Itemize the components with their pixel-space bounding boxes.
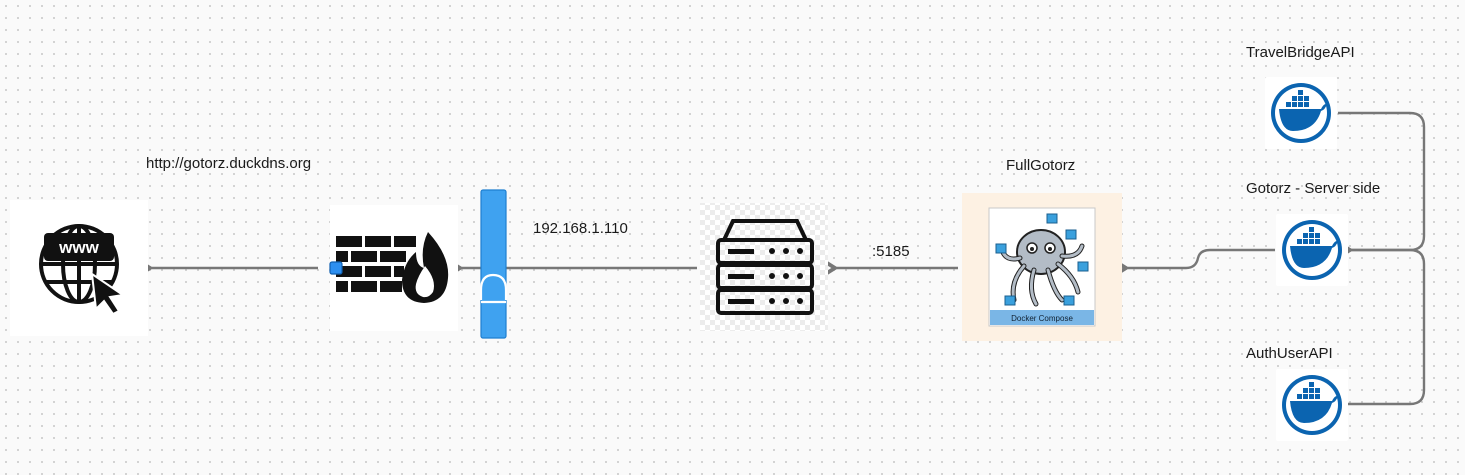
web-node[interactable]: www <box>10 200 148 336</box>
server-rack-icon <box>716 219 814 315</box>
www-text: www <box>58 238 99 257</box>
docker-whale-icon <box>1282 220 1342 280</box>
auth-api-node[interactable] <box>1276 369 1348 441</box>
port-label: :5185 <box>872 243 910 260</box>
auth-api-label: AuthUserAPI <box>1246 345 1333 362</box>
connector-auth-api-to-server-side <box>1348 248 1426 406</box>
docker-whale-icon <box>1282 375 1342 435</box>
firewall-node[interactable] <box>329 205 458 331</box>
connector-server-side-to-compose <box>1104 248 1275 282</box>
server-side-label: Gotorz - Server side <box>1246 180 1381 197</box>
compose-node[interactable]: Docker Compose <box>962 193 1122 341</box>
url-label: http://gotorz.duckdns.org <box>146 155 312 172</box>
server-side-node[interactable] <box>1276 214 1348 286</box>
server-node[interactable] <box>700 203 828 331</box>
travel-api-label: TravelBridgeAPI <box>1246 44 1355 61</box>
ip-label: 192.168.1.110 <box>533 220 628 237</box>
docker-compose-octopus-icon <box>995 213 1089 307</box>
compose-title-label: FullGotorz <box>1006 157 1076 174</box>
docker-whale-icon <box>1271 83 1331 143</box>
connector-travel-api-to-server-side <box>1328 111 1426 264</box>
brick-wall-fire-icon <box>336 232 449 303</box>
travel-api-node[interactable] <box>1265 77 1337 149</box>
globe-www-cursor-icon <box>39 224 119 304</box>
compose-caption: Docker Compose <box>1011 314 1073 323</box>
port-bar[interactable] <box>479 189 508 339</box>
